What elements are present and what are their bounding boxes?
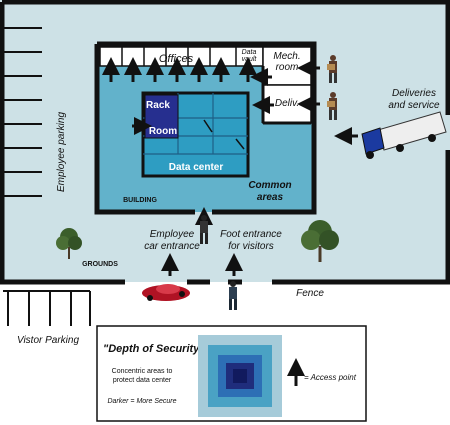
data-center-label: Data center	[169, 162, 224, 173]
legend-title: "Depth of Security"	[103, 343, 205, 355]
person-icon	[327, 92, 337, 120]
person-icon	[229, 281, 237, 310]
building-label: BUILDING	[123, 197, 157, 204]
truck-icon	[361, 111, 447, 159]
deliv-label: Deliv.	[275, 98, 299, 109]
grounds-label: GROUNDS	[82, 261, 118, 268]
legend-access-label: = Access point	[304, 373, 357, 382]
rack-label: Rack	[146, 100, 170, 111]
person-icon	[327, 55, 337, 83]
depth-of-security-rings	[198, 335, 282, 417]
room-label: Room	[149, 126, 177, 137]
access-arrows	[102, 57, 358, 276]
visitor-parking-label: Vistor Parking	[17, 335, 80, 346]
car-icon	[142, 284, 190, 301]
tree-icon	[301, 220, 339, 262]
visitor-parking-stalls	[3, 290, 91, 326]
offices-label: Offices	[159, 53, 194, 65]
person-icon	[200, 215, 208, 244]
legend-core	[233, 369, 247, 383]
fence-label: Fence	[296, 288, 324, 299]
employee-parking-label: Employee parking	[56, 112, 67, 192]
employee-parking-stalls	[4, 27, 42, 197]
legend-note: Darker = More Secure	[107, 398, 176, 405]
person-figures	[200, 55, 337, 310]
building-wall	[94, 41, 317, 215]
mech-room-label: Mech.room	[273, 51, 300, 73]
tree-icon	[56, 228, 82, 259]
